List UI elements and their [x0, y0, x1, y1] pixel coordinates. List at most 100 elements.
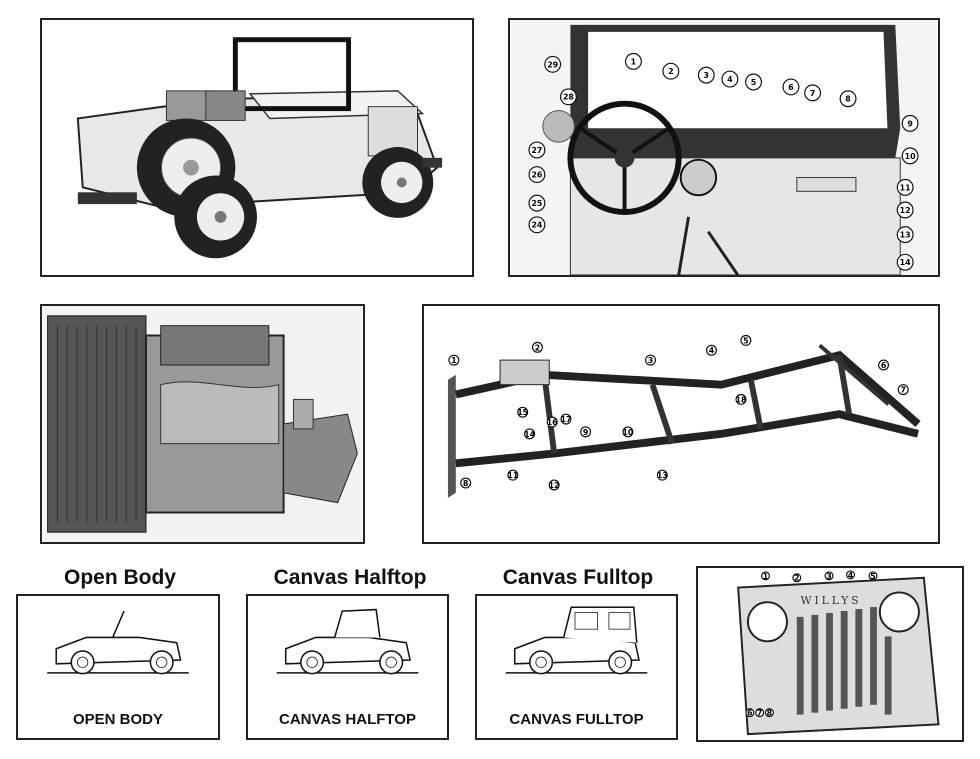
- callout-bubble: [792, 573, 802, 583]
- callout-bubble: [897, 384, 909, 396]
- callout-number: 6: [747, 709, 752, 718]
- callout-bubble: [656, 469, 668, 481]
- callout-bubble: [745, 708, 755, 718]
- callout-number: 28: [563, 93, 574, 102]
- callout-bubble: [804, 84, 822, 102]
- callout-bubble: [761, 571, 770, 581]
- callout-bubble: [697, 66, 715, 84]
- canvas-fulltop-jeep-illustration: [505, 606, 648, 675]
- callout-number: 3: [648, 356, 653, 365]
- callout-bubble: [546, 416, 558, 428]
- callout-bubble: [782, 78, 800, 96]
- callout-number: 16: [547, 418, 558, 427]
- callout-number: 10: [622, 428, 633, 437]
- caption-open-body: OPEN BODY: [72, 711, 163, 728]
- callout-number: 24: [531, 221, 542, 230]
- callout-bubble: [901, 114, 919, 132]
- callout-number: 14: [900, 258, 911, 267]
- callout-number: 3: [826, 572, 831, 581]
- callout-number: 12: [549, 481, 560, 490]
- callout-number: 1: [451, 356, 456, 365]
- heading-canvas-fulltop: Canvas Fulltop: [502, 566, 654, 589]
- callout-number: 2: [668, 67, 673, 76]
- engine-illustration: [42, 306, 363, 542]
- callout-bubble: [721, 70, 739, 88]
- callout-number: 25: [531, 199, 542, 208]
- callout-bubble: [624, 52, 642, 70]
- callout-number: 4: [848, 571, 854, 580]
- callout-bubble: [528, 166, 546, 184]
- canvas-fulltop-panel: CANVAS FULLTOP: [475, 594, 678, 740]
- caption-canvas-halftop: CANVAS HALFTOP: [279, 711, 416, 728]
- callout-number: 14: [524, 430, 535, 439]
- callout-number: 9: [907, 119, 912, 128]
- callout-bubble: [901, 147, 919, 165]
- callout-bubble: [824, 571, 834, 581]
- callout-number: 7: [810, 89, 815, 98]
- callout-bubble: [868, 571, 878, 581]
- callout-number: 6: [881, 361, 887, 370]
- callout-bubble: [448, 354, 460, 366]
- callout-bubble: [622, 426, 634, 438]
- callout-bubble: [528, 194, 546, 212]
- callout-bubble: [544, 55, 562, 73]
- heading-open-body: Open Body: [63, 566, 176, 589]
- callout-bubble: [846, 570, 856, 580]
- callout-number: 27: [531, 146, 542, 155]
- open-body-panel: OPEN BODY: [16, 594, 220, 740]
- engine-photo-panel: [40, 304, 365, 544]
- callout-number: 4: [727, 75, 733, 84]
- callout-bubble: [745, 73, 763, 91]
- callout-number: 1: [631, 57, 636, 66]
- callout-number: 8: [845, 95, 850, 104]
- callout-bubble: [559, 88, 577, 106]
- callout-number: 9: [583, 428, 588, 437]
- jeep-illustration: [43, 20, 471, 275]
- callout-number: 12: [900, 206, 911, 215]
- callout-number: 6: [788, 83, 794, 92]
- callout-bubble: [548, 479, 560, 491]
- callout-bubble: [735, 393, 747, 405]
- callout-bubble: [524, 428, 536, 440]
- callout-number: 13: [900, 231, 911, 240]
- callout-number: 3: [704, 71, 709, 80]
- canvas-halftop-jeep-illustration: [276, 608, 419, 675]
- callout-bubble: [896, 226, 914, 244]
- callout-number: 26: [531, 171, 542, 180]
- callout-number: 17: [560, 415, 571, 424]
- callout-number: 18: [736, 395, 747, 404]
- callout-bubble: [705, 344, 717, 356]
- canvas-halftop-panel: CANVAS HALFTOP: [246, 594, 449, 740]
- callout-number: 11: [507, 471, 518, 480]
- callout-number: 4: [709, 346, 715, 355]
- callout-bubble: [528, 141, 546, 159]
- callout-number: 2: [794, 574, 799, 583]
- jeep-photo-panel: [40, 18, 474, 277]
- callout-bubble: [531, 341, 543, 353]
- callout-bubble: [755, 708, 765, 718]
- callout-bubble: [764, 708, 774, 718]
- caption-canvas-fulltop: CANVAS FULLTOP: [509, 711, 644, 728]
- callout-bubble: [528, 216, 546, 234]
- callout-number: 10: [905, 152, 916, 161]
- callout-number: 5: [751, 78, 756, 87]
- callout-number: 5: [870, 572, 875, 581]
- callout-bubble: [645, 354, 657, 366]
- callout-number: 13: [657, 471, 668, 480]
- callout-number: 1: [763, 572, 768, 581]
- callout-bubble: [839, 90, 857, 108]
- open-body-jeep-illustration: [47, 610, 189, 675]
- callout-bubble: [460, 477, 472, 489]
- callout-number: 8: [463, 479, 468, 488]
- callout-number: 5: [743, 336, 748, 345]
- callout-bubble: [580, 426, 592, 438]
- callout-bubble: [878, 359, 890, 371]
- callout-bubble: [896, 178, 914, 196]
- callout-number: 7: [757, 709, 762, 718]
